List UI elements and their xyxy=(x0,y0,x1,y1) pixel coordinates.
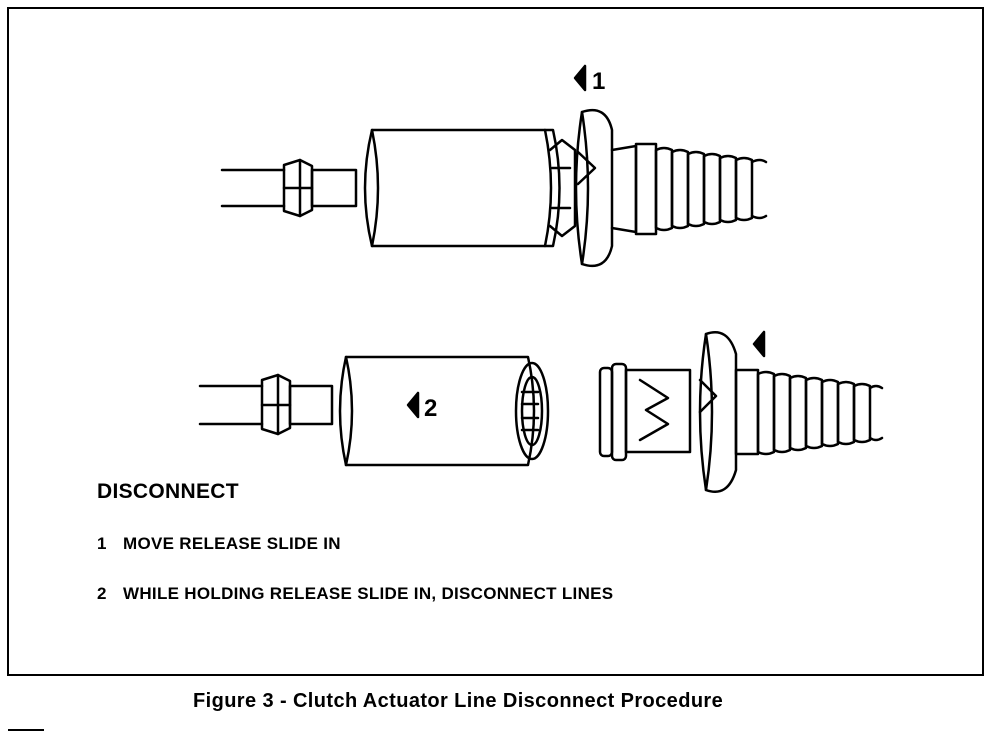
instructions-heading: DISCONNECT xyxy=(97,480,239,503)
female-half xyxy=(198,355,550,467)
step-2: 2 WHILE HOLDING RELEASE SLIDE IN, DISCONN… xyxy=(97,584,613,604)
step-text: MOVE RELEASE SLIDE IN xyxy=(123,534,341,553)
threads-top xyxy=(654,146,768,232)
step-number: 1 xyxy=(97,534,107,553)
figure-frame xyxy=(7,7,984,676)
male-half xyxy=(598,331,884,493)
figure-caption: Figure 3 - Clutch Actuator Line Disconne… xyxy=(193,690,724,712)
arrow-1-icon xyxy=(573,64,587,92)
step-1: 1 MOVE RELEASE SLIDE IN xyxy=(97,534,341,554)
connected-assembly xyxy=(220,108,768,268)
step-number: 2 xyxy=(97,584,107,603)
corner-mark xyxy=(8,729,44,731)
arrow-icon xyxy=(752,330,766,358)
threads-bottom xyxy=(756,370,884,456)
callout-2: 2 xyxy=(424,395,437,422)
step-text: WHILE HOLDING RELEASE SLIDE IN, DISCONNE… xyxy=(123,584,614,603)
callout-1: 1 xyxy=(592,68,605,95)
arrow-2-icon xyxy=(406,391,420,419)
